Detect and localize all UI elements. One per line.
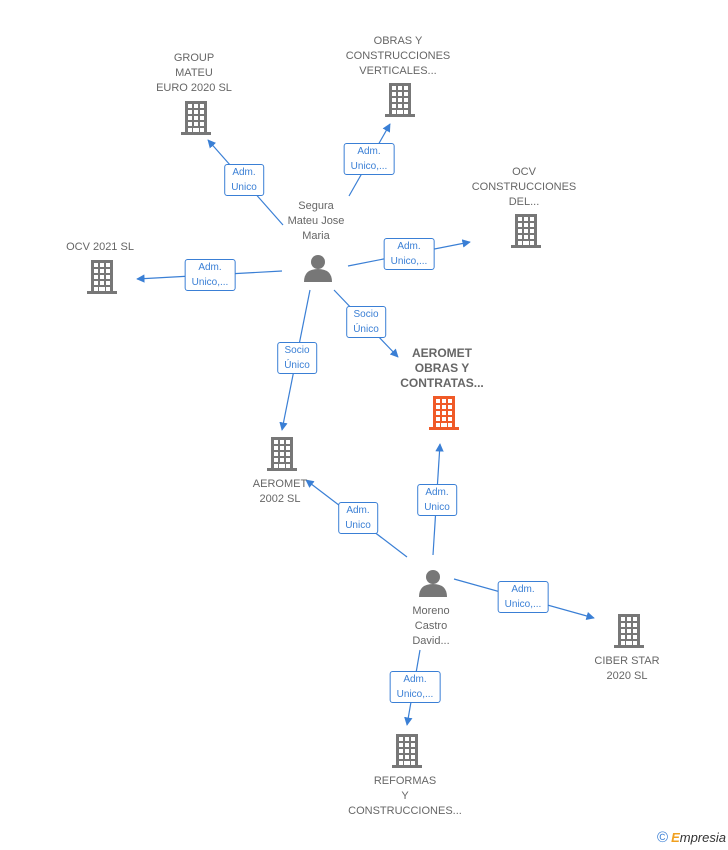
edge-label[interactable]: Adm. Unico: [338, 502, 378, 534]
company-icon[interactable]: [614, 614, 644, 648]
company-icon[interactable]: [87, 260, 117, 294]
node-label-aeromet-2002[interactable]: AEROMET 2002 SL: [252, 478, 308, 505]
edge-label[interactable]: Adm. Unico,...: [184, 259, 236, 291]
focus-company-icon[interactable]: [429, 396, 459, 430]
edge-label[interactable]: Adm. Unico,...: [497, 581, 549, 613]
node-label-ocv-2021[interactable]: OCV 2021 SL: [66, 241, 134, 253]
edge-label[interactable]: Adm. Unico,...: [389, 671, 441, 703]
node-label-segura[interactable]: Segura Mateu Jose Maria: [287, 200, 345, 242]
node-label-obras-verticales[interactable]: OBRAS Y CONSTRUCCIONES VERTICALES...: [345, 35, 451, 77]
person-icon[interactable]: [419, 570, 447, 597]
node-label-ciber-star[interactable]: CIBER STAR 2020 SL: [594, 655, 660, 682]
company-icon[interactable]: [392, 734, 422, 768]
node-label-aeromet-obras[interactable]: AEROMET OBRAS Y CONTRATAS...: [400, 346, 484, 390]
node-label-group-mateu[interactable]: GROUP MATEU EURO 2020 SL: [156, 52, 232, 94]
node-label-reformas[interactable]: REFORMAS Y CONSTRUCCIONES...: [348, 775, 462, 817]
node-label-ocv-construcciones[interactable]: OCV CONSTRUCCIONES DEL...: [471, 166, 577, 208]
company-icon[interactable]: [267, 437, 297, 471]
company-icon[interactable]: [181, 101, 211, 135]
company-icon[interactable]: [511, 214, 541, 248]
brand-logo: Empresia: [671, 830, 726, 845]
edge-label[interactable]: Adm. Unico,...: [343, 143, 395, 175]
edge-label[interactable]: Adm. Unico: [224, 164, 264, 196]
person-icon[interactable]: [304, 255, 332, 282]
copyright-icon: ©: [657, 829, 669, 846]
company-icon[interactable]: [385, 83, 415, 117]
node-label-moreno[interactable]: Moreno Castro David...: [412, 605, 450, 647]
edge-label[interactable]: Adm. Unico: [417, 484, 457, 516]
edge-label[interactable]: Socio Único: [277, 342, 317, 374]
edge-label[interactable]: Adm. Unico,...: [383, 238, 435, 270]
edge-label[interactable]: Socio Único: [346, 306, 386, 338]
footer-brand: © Empresia: [657, 829, 726, 846]
